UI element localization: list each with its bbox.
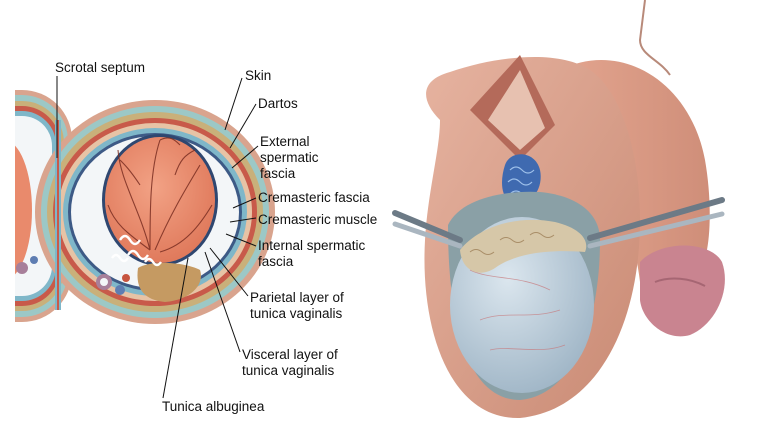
- label-visceral-layer: Visceral layer of tunica vaginalis: [242, 347, 342, 378]
- right-scrotal-sac: [35, 100, 275, 324]
- forceps-right-icon: [587, 197, 725, 249]
- cross-section-diagram: [15, 90, 275, 324]
- label-parietal-layer: Parietal layer of tunica vaginalis: [250, 290, 348, 321]
- dissection-illustration: [392, 0, 725, 419]
- label-scrotal-septum: Scrotal septum: [55, 60, 145, 75]
- forceps-left-icon: [392, 210, 463, 249]
- label-skin: Skin: [245, 68, 271, 83]
- leader-lines: [56, 76, 259, 399]
- label-cremasteric-muscle: Cremasteric muscle: [258, 212, 377, 227]
- epididymis: [460, 219, 587, 273]
- label-cremasteric-fascia: Cremasteric fascia: [258, 190, 370, 205]
- label-dartos: Dartos: [258, 96, 298, 111]
- label-tunica-albuginea: Tunica albuginea: [162, 399, 265, 414]
- label-internal-spermatic-fascia: Internal spermatic fascia: [258, 238, 369, 269]
- glans: [640, 245, 725, 337]
- label-external-spermatic-fascia: External spermatic fascia: [260, 134, 322, 181]
- labels: Scrotal septum Skin Dartos External sper…: [55, 60, 377, 414]
